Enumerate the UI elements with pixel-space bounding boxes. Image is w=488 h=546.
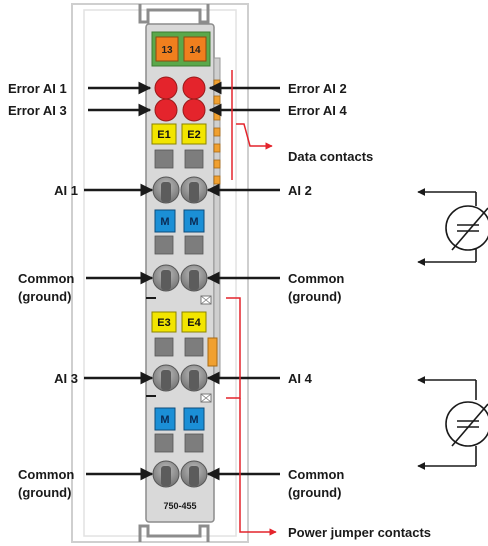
power-jumper-marker-bottom xyxy=(200,393,212,403)
pointer-arrows xyxy=(84,81,280,481)
label-power-jumper-contacts: Power jumper contacts xyxy=(288,525,431,540)
label-common-right-1: Common xyxy=(288,271,344,286)
label-error-ai2: Error AI 2 xyxy=(288,81,347,96)
common-marker-3 xyxy=(154,407,176,431)
power-jumper-callout xyxy=(226,297,277,536)
ground-ticks xyxy=(146,297,156,397)
common-marker-3-label: M xyxy=(160,414,169,426)
common-marker-2-label: M xyxy=(189,216,198,228)
status-led-e3-label: E3 xyxy=(157,317,170,329)
sensor-symbol-2 xyxy=(417,376,488,470)
label-ground-right-1: (ground) xyxy=(288,289,341,304)
power-jumper-marker-top xyxy=(200,295,212,305)
label-ai4: AI 4 xyxy=(288,371,313,386)
label-ai3: AI 3 xyxy=(54,371,78,386)
label-ground-right-2: (ground) xyxy=(288,485,341,500)
clamp-ai3 xyxy=(152,364,180,392)
label-common-left-1: Common xyxy=(18,271,74,286)
label-error-ai3: Error AI 3 xyxy=(8,103,67,118)
label-data-contacts: Data contacts xyxy=(288,149,373,164)
label-common-right-2: Common xyxy=(288,467,344,482)
terminal-13-label: 13 xyxy=(161,45,173,56)
status-led-e1-label: E1 xyxy=(157,129,170,141)
status-led-e4-label: E4 xyxy=(187,317,201,329)
label-ai2: AI 2 xyxy=(288,183,312,198)
clamp-common-left-1 xyxy=(152,264,180,292)
clamp-common-right-1 xyxy=(180,264,208,292)
common-marker-4-label: M xyxy=(189,414,198,426)
status-led-e1 xyxy=(151,123,177,145)
status-led-e4 xyxy=(181,311,207,333)
power-jumper-contact xyxy=(207,337,218,367)
clamp-common-left-2 xyxy=(152,460,180,488)
common-marker-4 xyxy=(183,407,205,431)
status-led-e2 xyxy=(181,123,207,145)
clamp-ai2 xyxy=(180,176,208,204)
error-led-2 xyxy=(182,76,206,100)
terminal-13 xyxy=(155,36,179,62)
clamp-common-right-2 xyxy=(180,460,208,488)
common-marker-1-label: M xyxy=(160,216,169,228)
error-led-4 xyxy=(182,98,206,122)
label-ai1: AI 1 xyxy=(54,183,78,198)
release-slots xyxy=(154,149,204,453)
label-ground-left-1: (ground) xyxy=(18,289,71,304)
data-contacts-callout xyxy=(231,70,273,180)
status-led-e2-label: E2 xyxy=(187,129,200,141)
label-error-ai4: Error AI 4 xyxy=(288,103,348,118)
module-right-rail xyxy=(213,57,221,379)
common-marker-1 xyxy=(154,209,176,233)
label-ground-left-2: (ground) xyxy=(18,485,71,500)
clamp-ai1 xyxy=(152,176,180,204)
status-led-e3 xyxy=(151,311,177,333)
module-model-label: 750-455 xyxy=(163,501,196,511)
sensor-symbol-1 xyxy=(417,188,488,266)
label-common-left-2: Common xyxy=(18,467,74,482)
terminal-14-label: 14 xyxy=(189,45,201,56)
label-error-ai1: Error AI 1 xyxy=(8,81,67,96)
clamp-ai4 xyxy=(180,364,208,392)
top-clip xyxy=(138,4,210,24)
bottom-clip xyxy=(138,524,210,542)
error-led-3 xyxy=(154,98,178,122)
terminal-14 xyxy=(183,36,207,62)
error-led-1 xyxy=(154,76,178,100)
common-marker-2 xyxy=(183,209,205,233)
